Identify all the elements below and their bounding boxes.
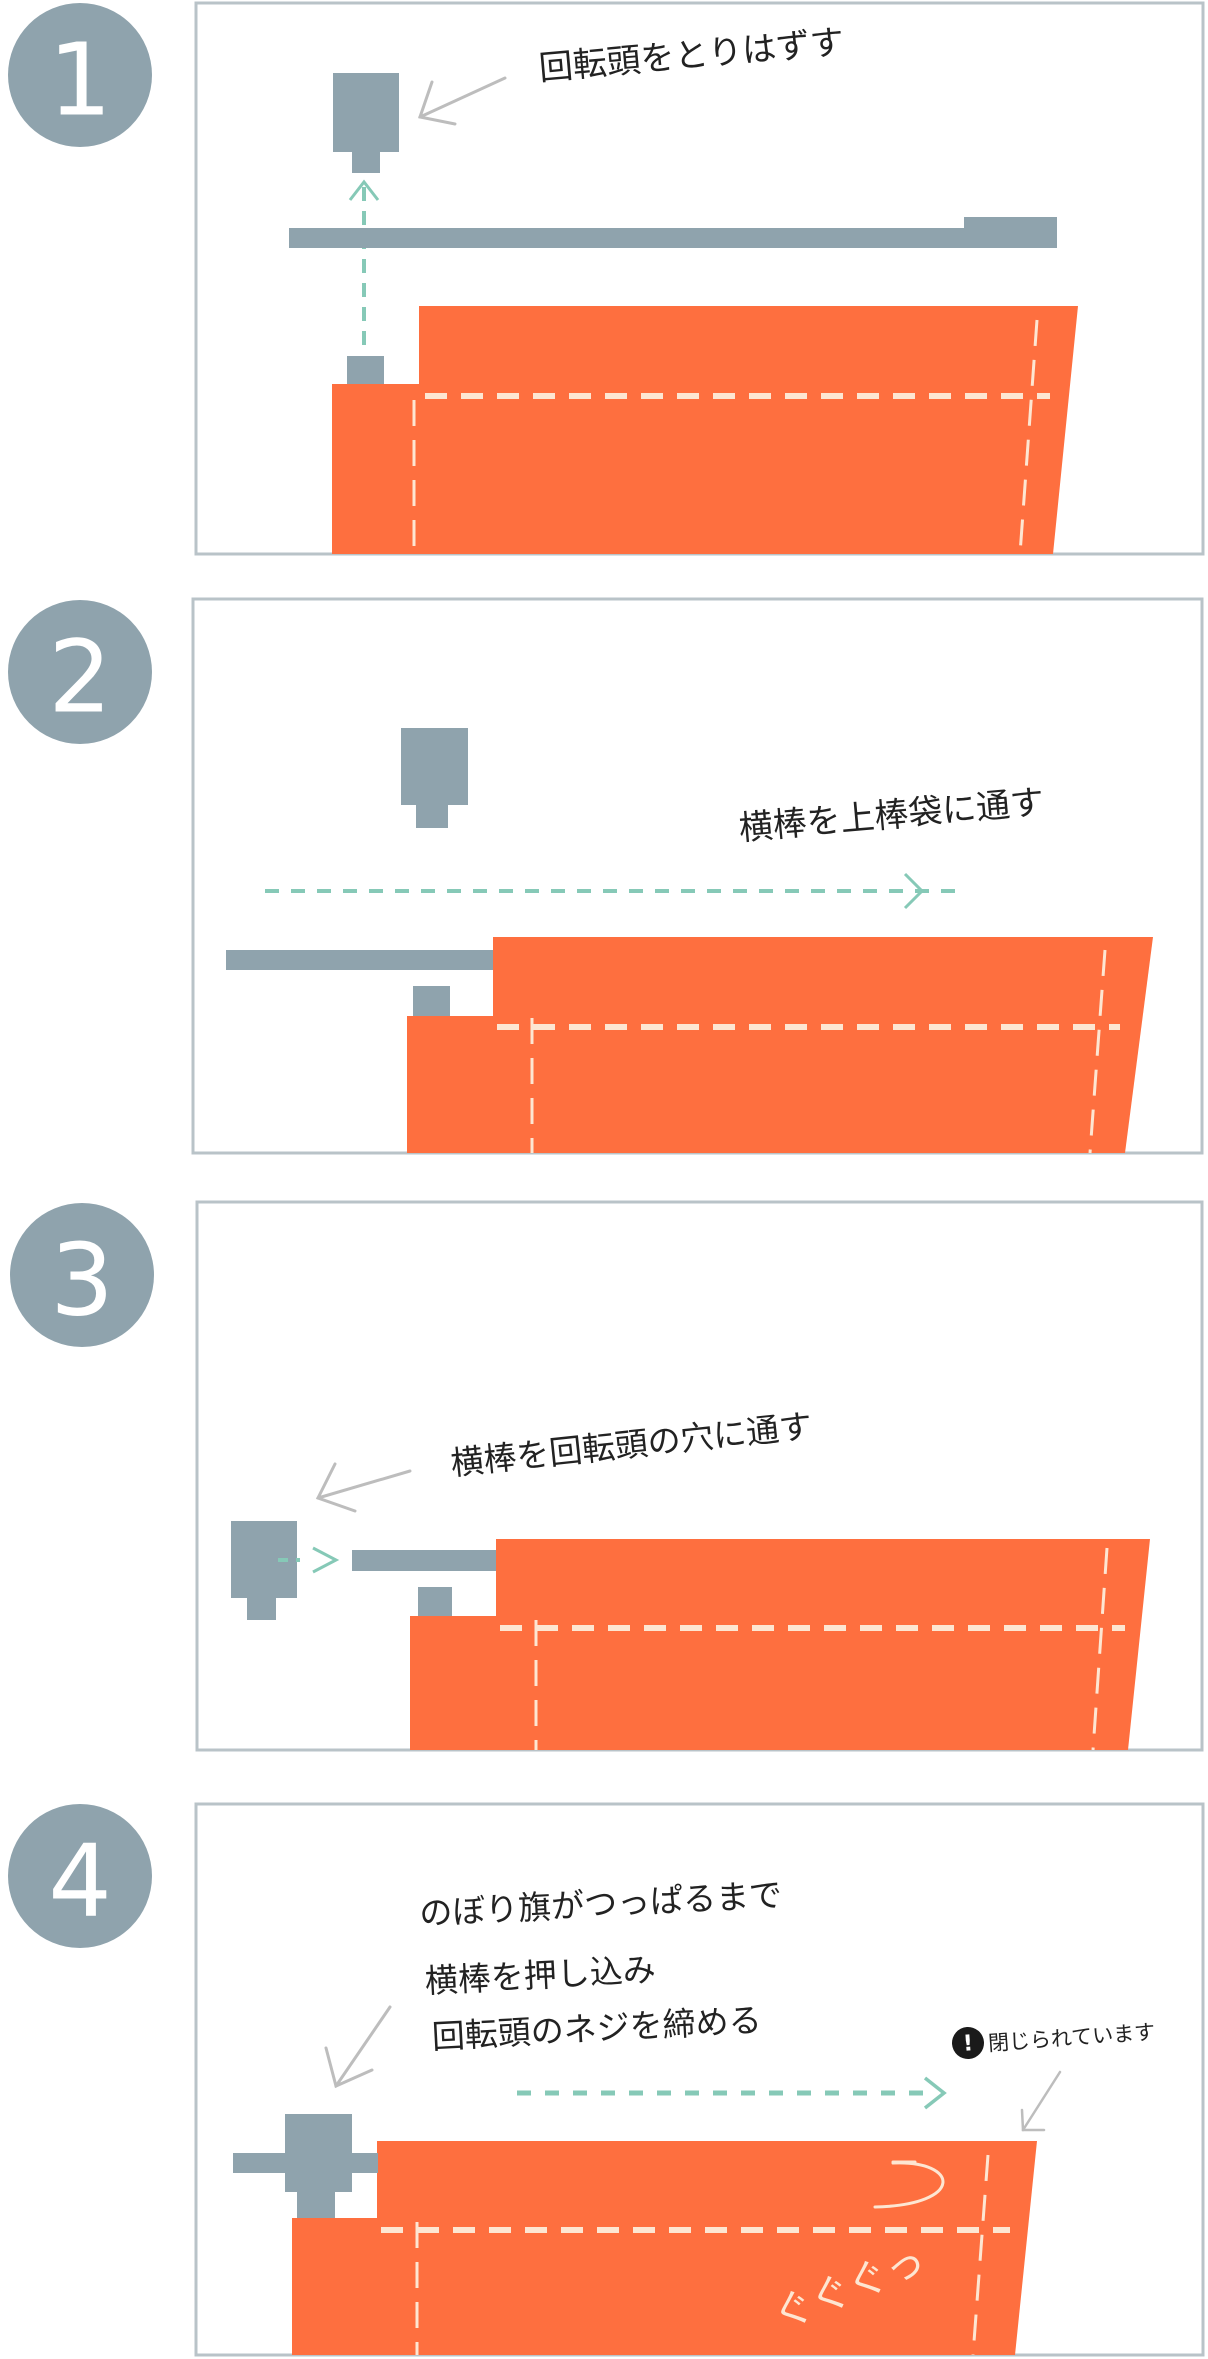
warning-icon-glyph: !: [962, 2031, 974, 2057]
step-4: 4 のぼり旗がつっぱるまで 横棒を押し込み 回転頭のネジを締める ! 閉じられて…: [8, 1802, 1205, 2357]
rotating-head: [401, 728, 468, 828]
pole-stub: [418, 1587, 452, 1616]
pole-stub: [413, 986, 450, 1016]
step-1-number: 1: [48, 22, 112, 139]
horizontal-bar: [226, 950, 496, 970]
step-2-badge: 2: [8, 600, 152, 744]
horizontal-bar: [289, 217, 1057, 248]
pointer-arrow-icon: [324, 2005, 392, 2089]
step-3: 3 横棒を回転頭の穴に通す: [10, 1200, 1204, 1752]
right-motion-arrow-icon: [278, 1546, 340, 1574]
step-1-badge: 1: [8, 3, 152, 147]
pointer-arrow-icon: [418, 76, 507, 126]
banner-flag: [407, 937, 1153, 1154]
step-1: 1 回転頭をとりはずす: [8, 1, 1205, 556]
step-3-number: 3: [50, 1222, 114, 1339]
rotating-head: [333, 73, 399, 173]
pointer-arrow-icon: [1020, 2070, 1062, 2132]
right-motion-arrow-icon: [265, 872, 955, 910]
step-4-badge: 4: [8, 1804, 152, 1948]
banner-flag: [410, 1539, 1150, 1751]
fold-mark-icon: [873, 2160, 945, 2209]
pointer-arrow-icon: [315, 1462, 412, 1513]
step-3-badge: 3: [10, 1203, 154, 1347]
banner-flag: ぐぐぐっ: [292, 2141, 1037, 2356]
horizontal-bar: [352, 1550, 498, 1571]
banner-flag: [332, 306, 1078, 555]
step-2-number: 2: [48, 619, 112, 736]
pole-stub: [347, 356, 384, 384]
step-2: 2 横棒を上棒袋に通す: [8, 597, 1204, 1155]
warning-icon: [952, 2027, 984, 2059]
right-motion-arrow-icon: [517, 2076, 947, 2110]
up-motion-arrow-icon: [348, 179, 380, 345]
rotating-head-assembled: [233, 2114, 378, 2218]
step-4-number: 4: [48, 1823, 112, 1940]
